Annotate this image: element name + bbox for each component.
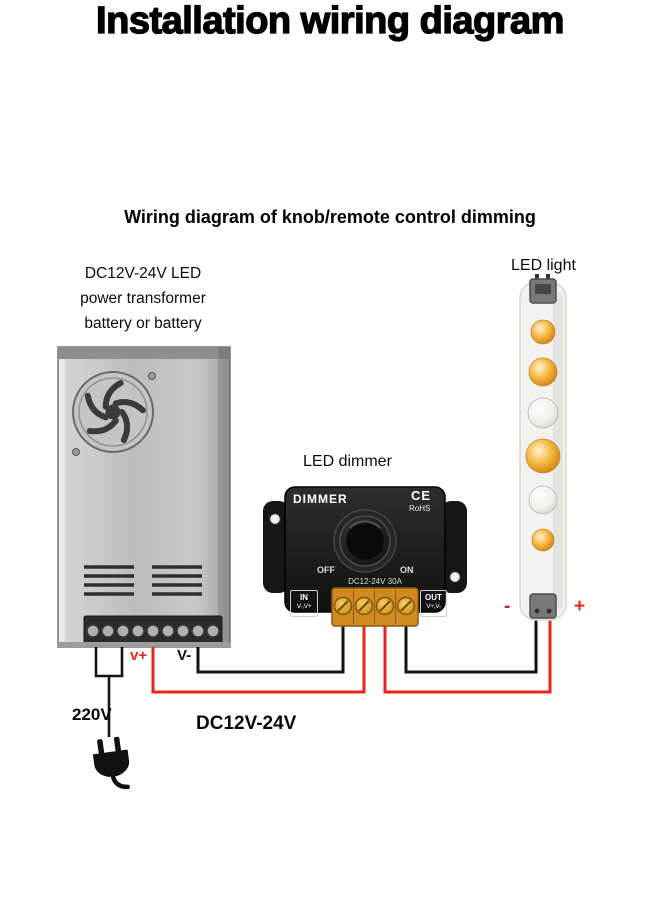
- dimmer-rating-text: DC12-24V 30A: [348, 577, 402, 586]
- led-bulb-amber: [530, 319, 556, 345]
- led-bulb-white: [527, 397, 559, 429]
- psu-vplus-label: v+: [130, 647, 148, 664]
- dimmer-knob[interactable]: [333, 509, 397, 573]
- rohs-mark: RoHS: [409, 504, 431, 513]
- led-dimmer-label: LED dimmer: [303, 453, 392, 470]
- strip-connector-bottom: [529, 593, 557, 619]
- power-supply-unit: [57, 346, 231, 648]
- led-bulb-amber: [525, 438, 561, 474]
- mount-hole-left: [268, 512, 282, 526]
- wire-negative-out: [404, 618, 538, 674]
- vent-slots: [84, 565, 202, 596]
- out-title: OUT: [425, 593, 442, 602]
- mount-ear-right: [441, 501, 467, 593]
- mount-hole-right: [448, 570, 462, 584]
- strip-plus-label: +: [574, 596, 586, 617]
- wire-negative-in: [196, 626, 345, 674]
- psu-vminus-label: V-: [177, 647, 192, 664]
- knob-on-label: ON: [400, 565, 414, 575]
- page-title: Installation wiring diagram: [95, 0, 565, 43]
- led-dimmer: [263, 486, 467, 627]
- knob-off-label: OFF: [317, 565, 335, 575]
- wires: [94, 618, 552, 737]
- case-screw: [148, 372, 156, 380]
- wire-positive-in: [151, 626, 366, 694]
- led-bulbs: [525, 319, 561, 552]
- fan-icon: [72, 371, 154, 453]
- wire-positive-out: [383, 618, 552, 694]
- in-pins: V-,V+: [296, 603, 312, 610]
- dc-range-label: DC12V-24V: [196, 713, 297, 734]
- psu-terminal-strip: [58, 615, 230, 647]
- in-title: IN: [300, 593, 308, 602]
- mains-wire: [94, 647, 124, 678]
- led-light-label: LED light: [511, 257, 576, 274]
- mains-voltage-label: 220V: [72, 705, 112, 724]
- terminal-block: [331, 587, 419, 627]
- led-bulb-white: [528, 485, 558, 515]
- strip-minus-label: -: [504, 596, 511, 617]
- out-pins: V+,V-: [426, 603, 441, 610]
- input-port-label: IN V-,V+: [290, 590, 318, 617]
- power-plug-icon: [92, 736, 130, 790]
- led-bulb-amber: [528, 357, 558, 387]
- strip-connector-top: [529, 274, 557, 304]
- output-port-label: OUT V+,V-: [420, 590, 447, 617]
- ce-mark: CE: [411, 488, 432, 503]
- dimmer-brand-text: DIMMER: [293, 492, 348, 506]
- led-strip: [519, 274, 567, 621]
- subtitle: Wiring diagram of knob/remote control di…: [124, 207, 536, 227]
- mount-ear-left: [263, 501, 289, 593]
- led-bulb-amber: [531, 528, 555, 552]
- case-screw: [72, 448, 80, 456]
- psu-label: DC12V-24V LED power transformer battery …: [80, 265, 206, 333]
